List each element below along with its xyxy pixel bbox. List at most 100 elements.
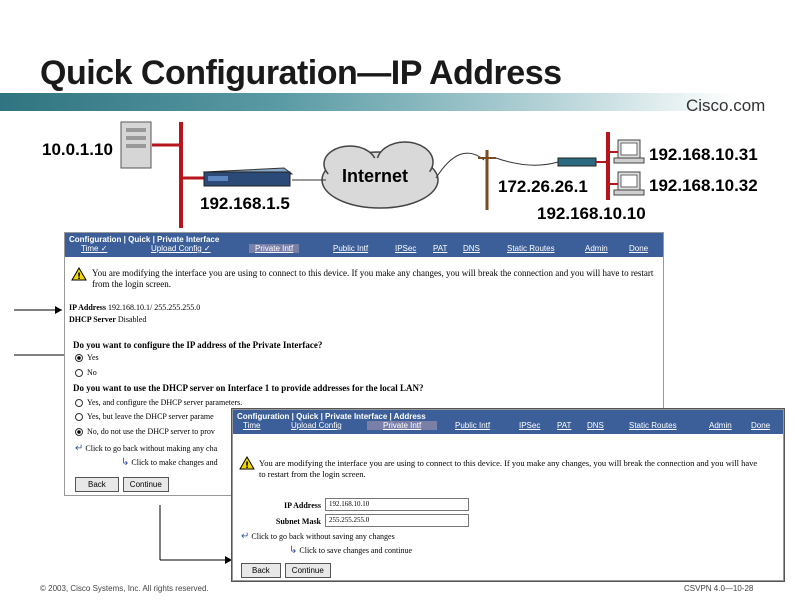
save-arrow-icon: ↳ [289, 545, 298, 556]
radio-dhcp-no[interactable]: No, do not use the DHCP server to prov [75, 427, 215, 437]
tab-done[interactable]: Done [751, 421, 771, 430]
tab-public-intf[interactable]: Public Intf [333, 244, 369, 253]
remote-public-ip-label: 172.26.26.1 [498, 177, 588, 196]
save-link-text: Click to save changes and continue [299, 546, 413, 555]
question-dhcp: Do you want to use the DHCP server on In… [73, 383, 424, 393]
back-arrow-icon: ↵ [75, 443, 84, 454]
tab-ipsec[interactable]: IPSec [519, 421, 541, 430]
radio-label: Yes, but leave the DHCP server parame [87, 412, 214, 421]
warning-icon: ! [71, 267, 87, 286]
wizard-nav: Time ✓ Upload Config ✓ Private Intf Publ… [65, 244, 663, 257]
dhcp-server-label: DHCP Server [69, 315, 116, 324]
radio-button-icon[interactable] [75, 399, 83, 408]
copyright-footer: © 2003, Cisco Systems, Inc. All rights r… [40, 584, 209, 593]
tab-pat[interactable]: PAT [557, 421, 572, 430]
course-code-footer: CSVPN 4.0—10-28 [684, 584, 754, 593]
warning-line: You are modifying the interface you are … [259, 458, 758, 468]
radio-label: Yes [87, 353, 99, 362]
save-arrow-icon: ↳ [121, 457, 130, 468]
tab-private-intf[interactable]: Private Intf [249, 244, 300, 253]
tab-upload-config[interactable]: Upload Config ✓ [151, 244, 211, 253]
radio-button-icon[interactable] [75, 428, 83, 437]
subnet-mask-input[interactable]: 255.255.255.0 [325, 513, 469, 527]
subnet-mask-label: Subnet Mask [275, 517, 321, 526]
subnet-mask-row: Subnet Mask 255.255.255.0 [237, 511, 469, 529]
continue-button[interactable]: Continue [284, 563, 331, 578]
radio-dhcp-leave[interactable]: Yes, but leave the DHCP server parame [75, 412, 214, 422]
tab-static-routes[interactable]: Static Routes [507, 244, 555, 253]
utility-pole-icon [478, 150, 496, 210]
tab-public-intf[interactable]: Public Intf [455, 421, 491, 430]
host-pc-icon [613, 171, 645, 196]
warning-line: from the login screen. [92, 279, 171, 289]
ip-address-label: IP Address [284, 501, 321, 510]
pointer-arrow-ip [14, 306, 62, 314]
tab-admin[interactable]: Admin [709, 421, 732, 430]
panel-header: Configuration | Quick | Private Interfac… [65, 233, 663, 257]
ip-address-value: 192.168.10.1/ 255.255.255.0 [107, 303, 201, 312]
ip-address-input[interactable]: 192.168.10.10 [325, 497, 469, 511]
breadcrumb: Configuration | Quick | Private Interfac… [69, 235, 220, 244]
tab-dns[interactable]: DNS [463, 244, 480, 253]
tab-dns[interactable]: DNS [587, 421, 604, 430]
radio-label: No, do not use the DHCP server to prov [87, 427, 215, 436]
internet-cloud-icon [321, 141, 439, 209]
back-link-text: Click to go back without making any cha [85, 444, 218, 453]
tab-pat[interactable]: PAT [433, 244, 448, 253]
remote-private-ip-label: 192.168.10.10 [537, 204, 646, 223]
radio-dhcp-configure[interactable]: Yes, and configure the DHCP server param… [75, 398, 243, 408]
ip-address-label: IP Address [69, 303, 106, 312]
current-ip-row: IP Address 192.168.10.1/ 255.255.255.0 [69, 303, 200, 312]
radio-label: Yes, and configure the DHCP server param… [87, 398, 243, 407]
back-button[interactable]: Back [75, 477, 119, 492]
back-link[interactable]: ↵Click to go back without making any cha [75, 443, 217, 454]
radio-no[interactable]: No [75, 368, 97, 378]
radio-label: No [87, 368, 97, 377]
tab-admin[interactable]: Admin [585, 244, 608, 253]
back-arrow-icon: ↵ [241, 531, 250, 542]
warning-line: to restart from the login screen. [259, 469, 366, 479]
radio-button-icon[interactable] [75, 369, 83, 378]
question-configure-ip: Do you want to configure the IP address … [73, 340, 323, 350]
warning-icon: ! [239, 456, 255, 475]
save-link[interactable]: ↳Click to make changes and [121, 457, 218, 468]
server-icon [120, 121, 152, 169]
radio-button-icon[interactable] [75, 413, 83, 422]
private-interface-address-panel: Configuration | Quick | Private Interfac… [232, 409, 784, 581]
pointer-arrow-panel2 [159, 505, 232, 564]
concentrator-ip-label: 192.168.1.5 [200, 194, 290, 213]
save-link-text: Click to make changes and [131, 458, 218, 467]
breadcrumb: Configuration | Quick | Private Interfac… [237, 412, 426, 421]
tab-private-intf[interactable]: Private Intf [367, 421, 438, 430]
brand-logo: Cisco.com [686, 96, 766, 115]
warning-line: You are modifying the interface you are … [92, 268, 654, 278]
host-pc-icon [613, 139, 645, 164]
warning-text: You are modifying the interface you are … [92, 268, 658, 290]
slide-title: Quick Configuration—IP Address [40, 54, 562, 92]
internet-label: Internet [342, 166, 409, 186]
panel-header: Configuration | Quick | Private Interfac… [233, 410, 783, 434]
svg-text:!: ! [77, 272, 81, 281]
warning-text: You are modifying the interface you are … [259, 458, 781, 480]
tab-upload-config[interactable]: Upload Config [291, 421, 342, 430]
dhcp-server-row: DHCP Server Disabled [69, 315, 146, 324]
host1-ip-label: 192.168.10.31 [649, 145, 758, 164]
tab-time[interactable]: Time ✓ [81, 244, 108, 253]
tab-done[interactable]: Done [629, 244, 649, 253]
remote-router-icon [557, 157, 597, 167]
back-link-text: Click to go back without saving any chan… [251, 532, 395, 541]
tab-static-routes[interactable]: Static Routes [629, 421, 677, 430]
back-link[interactable]: ↵Click to go back without saving any cha… [241, 531, 395, 542]
continue-button[interactable]: Continue [122, 477, 169, 492]
tab-time[interactable]: Time [243, 421, 261, 430]
radio-button-icon[interactable] [75, 354, 83, 363]
server-ip-label: 10.0.1.10 [42, 140, 113, 159]
save-link[interactable]: ↳Click to save changes and continue [289, 545, 412, 556]
tab-ipsec[interactable]: IPSec [395, 244, 417, 253]
back-button[interactable]: Back [241, 563, 281, 578]
title-banner [0, 93, 800, 111]
panel1-buttons: Back Continue [75, 474, 169, 492]
radio-yes[interactable]: Yes [75, 353, 99, 363]
dhcp-server-value: Disabled [117, 315, 147, 324]
